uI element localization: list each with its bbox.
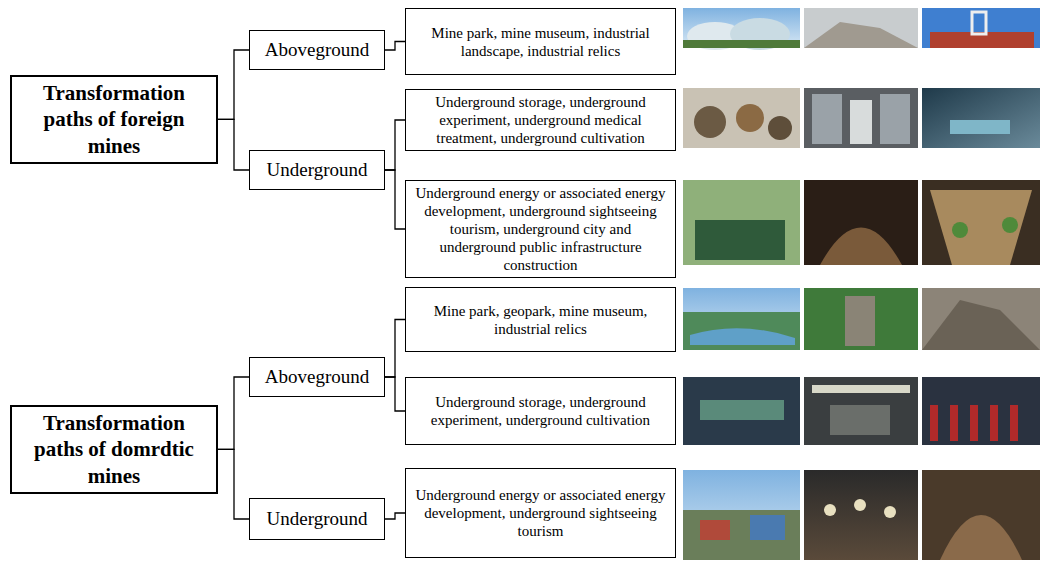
path-box: Underground storage, underground experim… bbox=[405, 89, 676, 151]
root-box: Transformation paths of foreign mines bbox=[10, 75, 218, 164]
path-box: Aboveground bbox=[249, 30, 385, 70]
bracket-connector bbox=[218, 119, 249, 170]
box-text: Underground bbox=[267, 159, 368, 182]
path-box: Aboveground bbox=[249, 357, 385, 397]
bracket-connector bbox=[218, 449, 249, 519]
photo bbox=[922, 377, 1040, 445]
box-text: Underground bbox=[267, 508, 368, 531]
photo bbox=[804, 470, 918, 560]
box-text: Aboveground bbox=[265, 39, 369, 62]
photo bbox=[683, 470, 800, 560]
path-box: Underground storage, underground experim… bbox=[405, 377, 676, 445]
photo bbox=[683, 288, 800, 350]
root-box: Transformation paths of domrdtic mines bbox=[10, 405, 218, 494]
box-text: Transformation paths of foreign mines bbox=[18, 80, 210, 159]
photo bbox=[804, 8, 918, 48]
photo bbox=[922, 8, 1040, 48]
bracket-connector bbox=[385, 513, 405, 519]
path-box: Underground energy or associated energy … bbox=[405, 180, 676, 278]
photo bbox=[683, 377, 800, 445]
photo bbox=[683, 180, 800, 265]
box-text: Underground storage, underground experim… bbox=[412, 93, 669, 147]
photo bbox=[922, 470, 1040, 560]
photo bbox=[922, 288, 1040, 350]
box-text: Aboveground bbox=[265, 366, 369, 389]
photo bbox=[922, 180, 1040, 265]
bracket-connector bbox=[385, 170, 405, 229]
box-text: Underground storage, underground experim… bbox=[412, 393, 669, 429]
box-text: Mine park, mine museum, industrial lands… bbox=[412, 24, 669, 60]
bracket-connector bbox=[385, 42, 405, 51]
bracket-connector bbox=[218, 50, 249, 119]
path-box: Underground bbox=[249, 498, 385, 540]
bracket-connector bbox=[218, 377, 249, 449]
path-box: Mine park, mine museum, industrial lands… bbox=[405, 8, 676, 75]
photo bbox=[922, 88, 1040, 148]
box-text: Underground energy or associated energy … bbox=[412, 486, 669, 540]
photo bbox=[804, 180, 918, 265]
photo bbox=[683, 8, 800, 50]
path-box: Mine park, geopark, mine museum, industr… bbox=[405, 287, 676, 352]
path-box: Underground energy or associated energy … bbox=[405, 468, 676, 558]
box-text: Underground energy or associated energy … bbox=[412, 184, 669, 274]
photo bbox=[683, 88, 800, 148]
photo bbox=[804, 377, 918, 445]
bracket-connector bbox=[385, 320, 405, 378]
box-text: Mine park, geopark, mine museum, industr… bbox=[412, 302, 669, 338]
box-text: Transformation paths of domrdtic mines bbox=[18, 410, 210, 489]
bracket-connector bbox=[385, 377, 405, 411]
photo bbox=[804, 88, 918, 148]
bracket-connector bbox=[385, 120, 405, 170]
path-box: Underground bbox=[249, 150, 385, 190]
photo bbox=[804, 288, 918, 350]
